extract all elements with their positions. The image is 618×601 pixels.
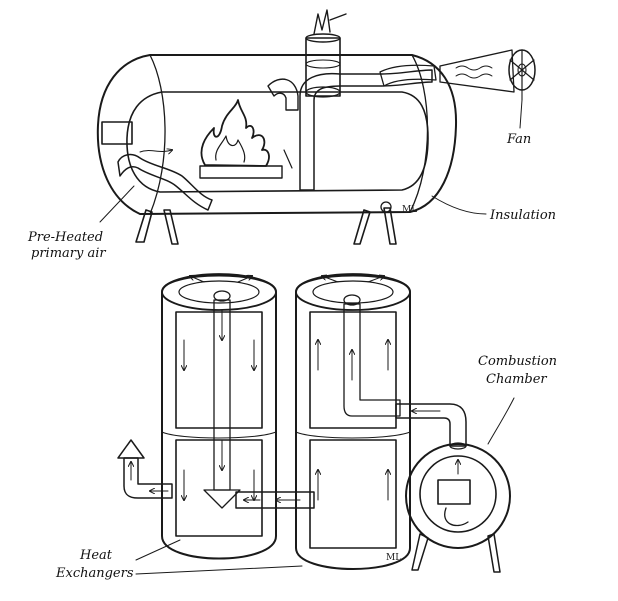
combustion-door [437, 479, 471, 505]
leader-combustion [487, 397, 515, 445]
stove-door [101, 121, 133, 145]
label-heat-line1: Heat [80, 548, 113, 563]
artist-initials-top: ML [402, 205, 417, 215]
label-preheated-line1: Pre-Heated [28, 230, 104, 245]
heat-exchanger-right: ML [295, 273, 411, 570]
combustion-feed-pipe [395, 403, 467, 450]
stove-top-assembly: ML [96, 9, 536, 245]
leader-preheated [99, 185, 135, 223]
label-preheated-line2: primary air [31, 246, 106, 261]
stove-inner-chamber [126, 91, 429, 193]
flame-icon [200, 99, 270, 167]
heat-exchanger-left [161, 273, 277, 560]
label-heat-line2: Exchangers [56, 566, 134, 581]
chimney [305, 9, 347, 98]
leader-insulation [431, 195, 487, 215]
leader-heat-1 [135, 539, 181, 561]
stove-outer-shell [96, 54, 458, 215]
stove-legs [135, 201, 397, 245]
label-combustion-line1: Combustion [478, 354, 558, 369]
exhaust-outlet [117, 439, 173, 499]
artist-initials-bottom: ML [386, 553, 401, 563]
label-fan: Fan [507, 132, 532, 147]
label-insulation: Insulation [490, 208, 557, 223]
inner-loop-pipe [267, 78, 299, 111]
connector-pipe [235, 491, 315, 509]
fan-icon [439, 49, 536, 101]
flue-pipe [299, 69, 433, 191]
leader-fan [519, 99, 523, 129]
combustion-chamber [405, 443, 511, 573]
primary-air-tube [117, 153, 213, 211]
leader-heat-2 [135, 565, 303, 575]
label-combustion-line2: Chamber [486, 372, 547, 387]
fire-grate [199, 149, 293, 179]
heat-exchanger-assembly: ML [117, 273, 515, 575]
